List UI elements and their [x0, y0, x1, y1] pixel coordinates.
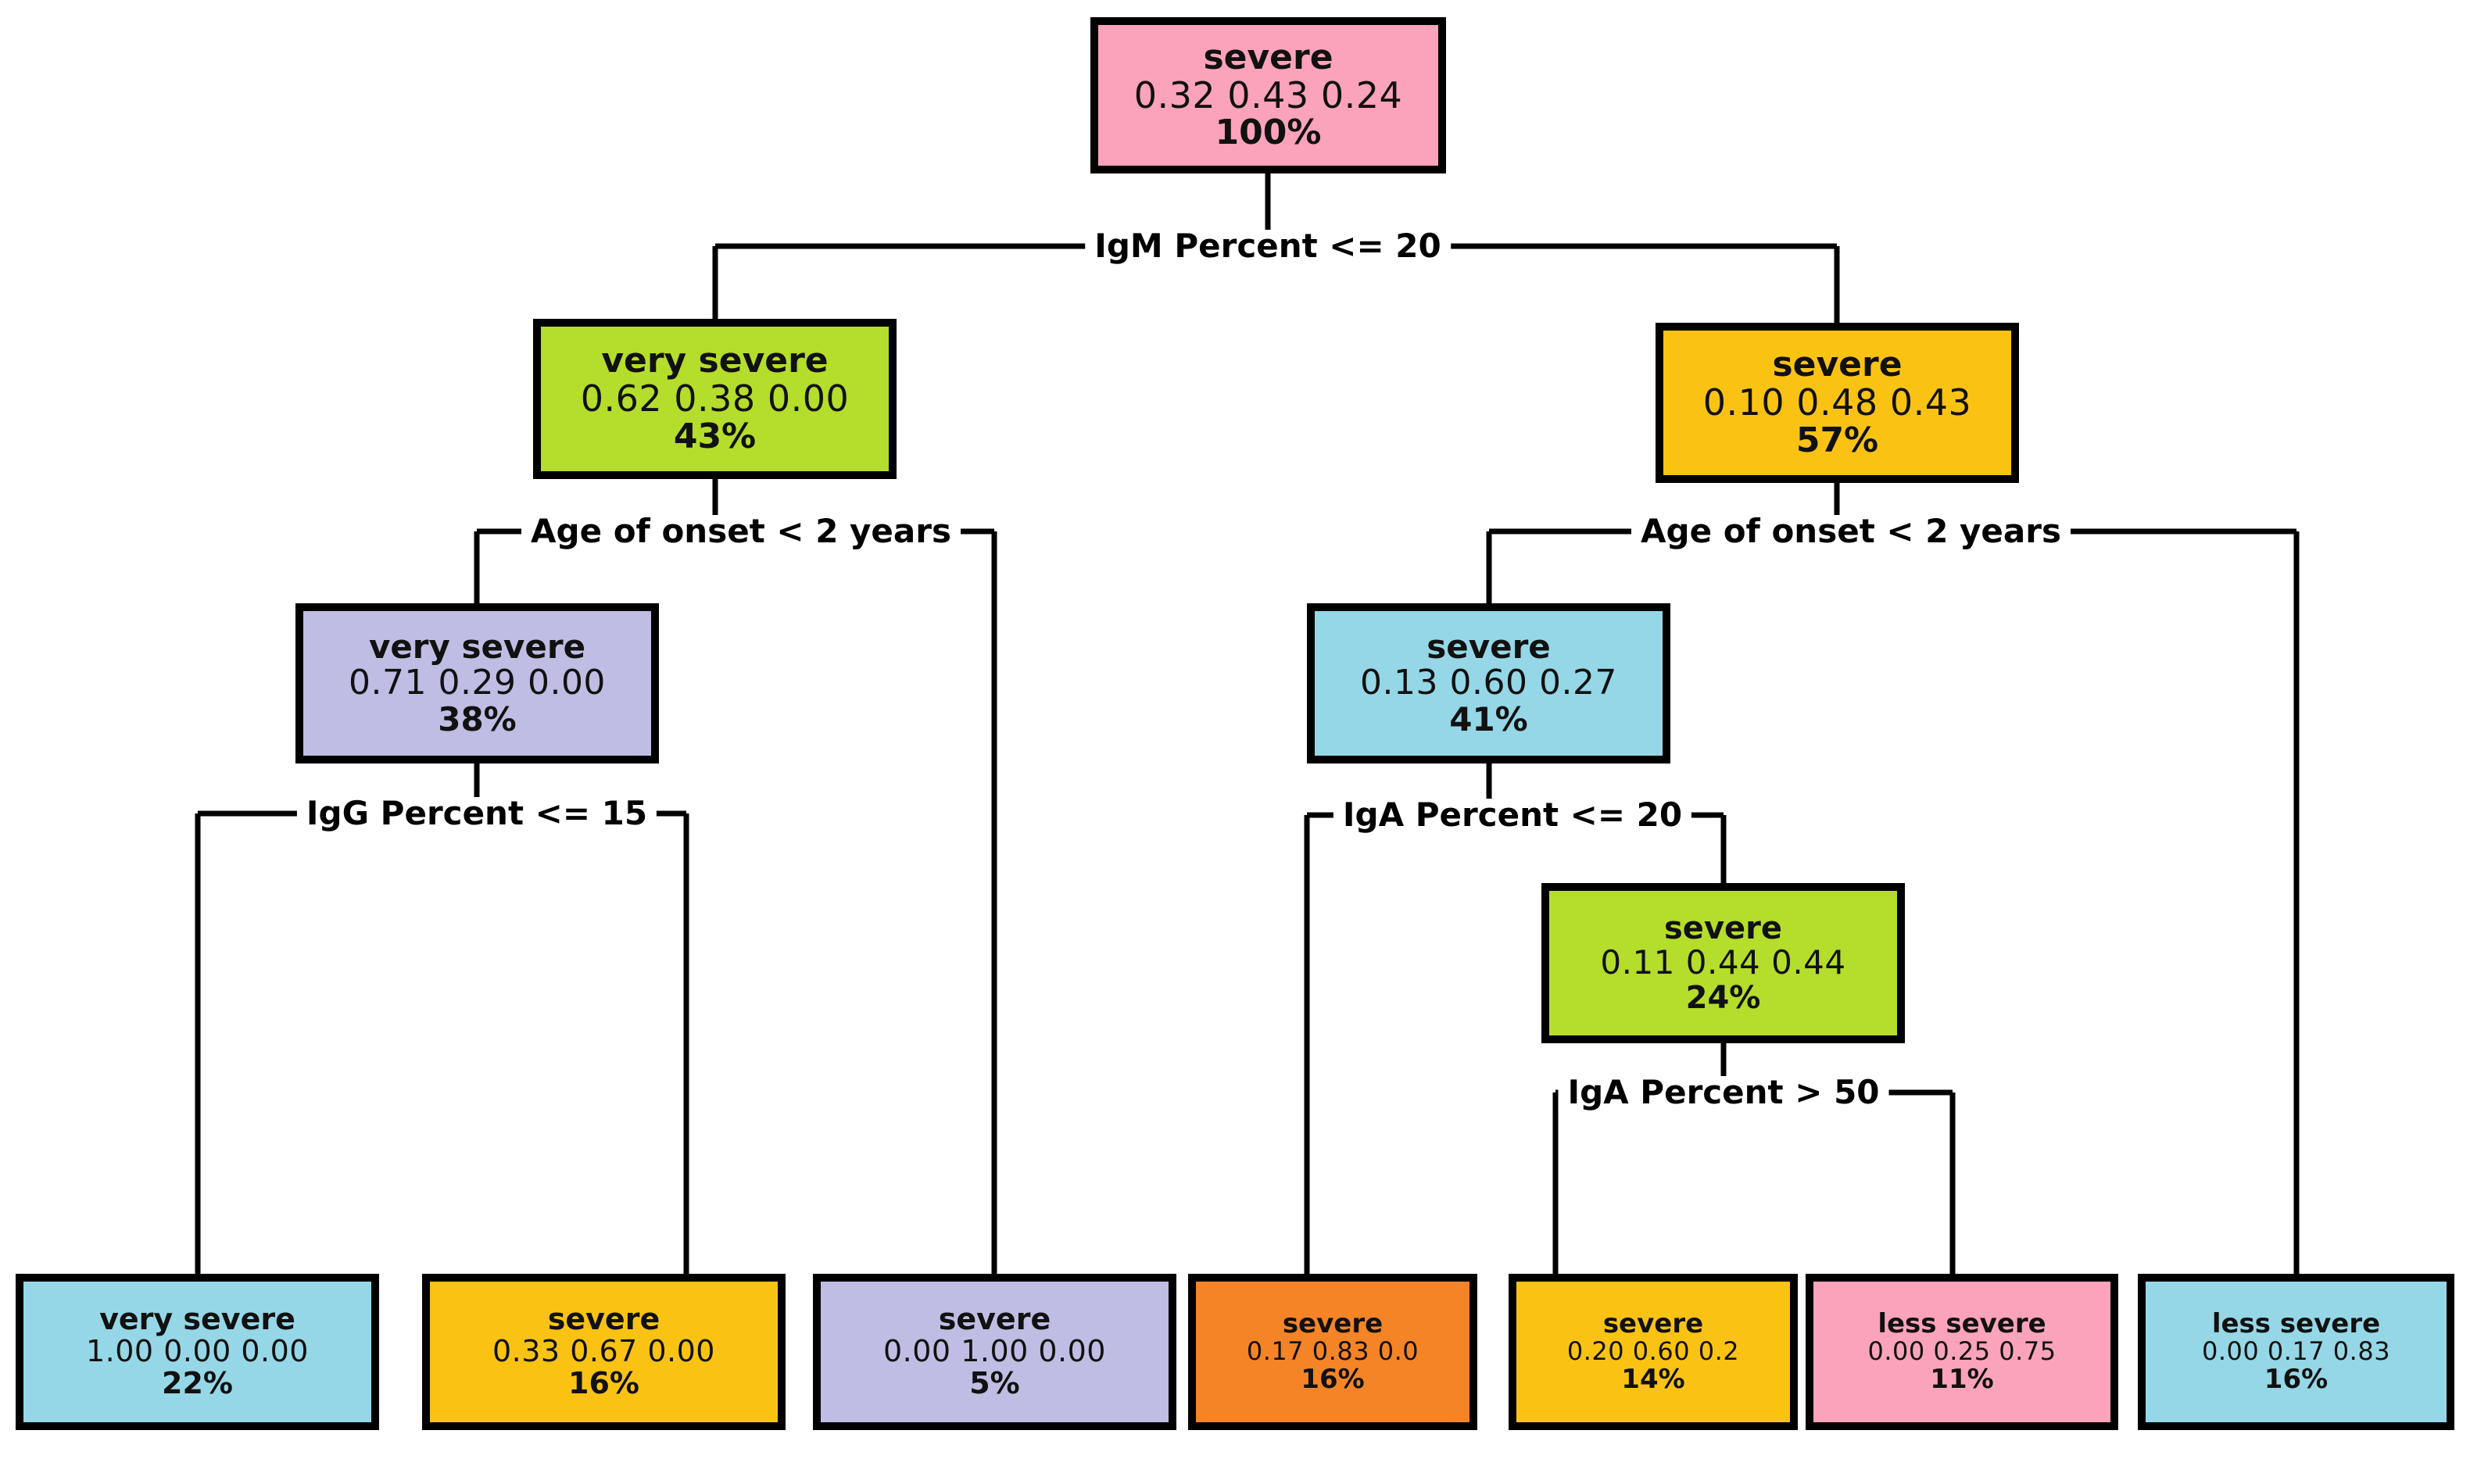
node-class-label: severe	[547, 1302, 660, 1337]
tree-split-label: IgA Percent <= 20	[1333, 799, 1692, 831]
node-class-label: severe	[1203, 37, 1333, 77]
node-percentage: 22%	[162, 1365, 233, 1400]
tree-split-label: Age of onset < 2 years	[1631, 515, 2071, 548]
tree-split-label: IgA Percent > 50	[1558, 1076, 1889, 1109]
node-class-label: less severe	[2211, 1307, 2381, 1339]
node-probabilities: 0.00 0.17 0.83	[2201, 1336, 2391, 1367]
node-percentage: 16%	[568, 1365, 639, 1400]
node-class-label: very severe	[368, 628, 586, 667]
node-class-label: very severe	[601, 341, 829, 381]
node-probabilities: 0.33 0.67 0.00	[492, 1334, 715, 1369]
node-percentage: 24%	[1685, 979, 1761, 1016]
node-class-label: severe	[1664, 910, 1782, 947]
node-percentage: 43%	[673, 416, 757, 456]
node-probabilities: 0.62 0.38 0.00	[580, 377, 850, 420]
node-percentage: 100%	[1215, 113, 1322, 153]
node-probabilities: 1.00 0.00 0.00	[86, 1334, 309, 1369]
node-class-label: very severe	[99, 1302, 295, 1337]
node-percentage: 16%	[1301, 1363, 1365, 1395]
node-class-label: severe	[938, 1302, 1051, 1337]
node-probabilities: 0.17 0.83 0.0	[1246, 1336, 1419, 1367]
tree-split-label: IgM Percent <= 20	[1085, 230, 1451, 263]
node-percentage: 11%	[1930, 1363, 1994, 1395]
tree-split-label: Age of onset < 2 years	[521, 515, 961, 548]
node-percentage: 14%	[1621, 1363, 1685, 1395]
node-probabilities: 0.10 0.48 0.43	[1702, 381, 1972, 424]
node-class-label: less severe	[1878, 1307, 2046, 1339]
node-percentage: 38%	[438, 699, 517, 738]
node-probabilities: 0.00 0.25 0.75	[1867, 1336, 2057, 1367]
node-percentage: 57%	[1795, 420, 1879, 460]
node-percentage: 5%	[969, 1365, 1020, 1400]
node-class-label: severe	[1282, 1307, 1384, 1339]
tree-split-label: IgG Percent <= 15	[296, 797, 657, 830]
node-probabilities: 0.11 0.44 0.44	[1600, 943, 1846, 982]
node-probabilities: 0.20 0.60 0.2	[1566, 1336, 1740, 1367]
node-class-label: severe	[1772, 345, 1903, 385]
node-probabilities: 0.00 1.00 0.00	[883, 1334, 1106, 1369]
node-probabilities: 0.32 0.43 0.24	[1133, 73, 1403, 116]
node-probabilities: 0.71 0.29 0.00	[349, 663, 606, 703]
node-percentage: 16%	[2264, 1363, 2329, 1395]
node-class-label: severe	[1427, 628, 1551, 667]
node-percentage: 41%	[1449, 699, 1528, 738]
node-probabilities: 0.13 0.60 0.27	[1360, 663, 1617, 703]
node-class-label: severe	[1602, 1307, 1704, 1339]
